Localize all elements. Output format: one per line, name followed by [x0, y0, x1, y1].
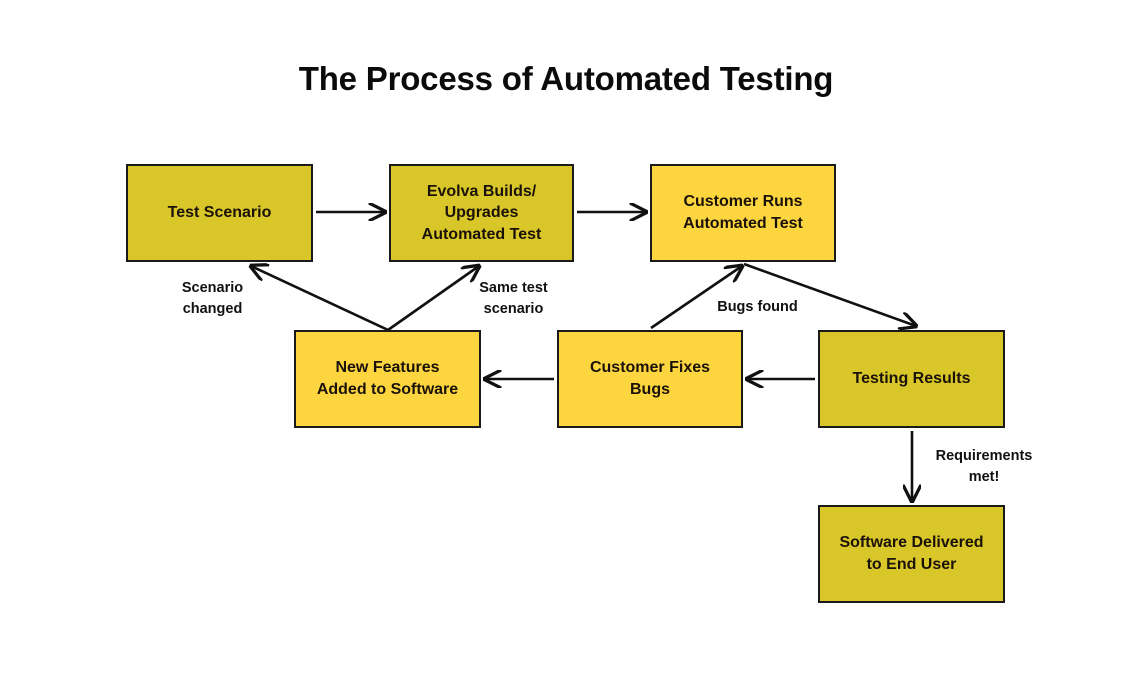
- node-customer-fixes-bugs[interactable]: Customer Fixes Bugs: [557, 330, 743, 428]
- node-label: Test Scenario: [167, 204, 272, 222]
- node-label: Customer Fixes Bugs: [589, 359, 711, 398]
- node-label: Evolva Builds/ Upgrades Automated Test: [421, 182, 542, 243]
- node-label: Software Delivered to End User: [839, 534, 984, 573]
- edge-label-same-test-scenario: Same test scenario: [479, 280, 548, 318]
- node-evolva-builds[interactable]: Evolva Builds/ Upgrades Automated Test: [389, 164, 574, 262]
- node-testing-results[interactable]: Testing Results: [818, 330, 1005, 428]
- edge-label-requirements-met: Requirements met!: [935, 448, 1033, 486]
- edge-label-bugs-found: Bugs found: [717, 299, 798, 315]
- edge-new-features-to-test-scenario: [251, 266, 389, 332]
- node-label: New Features Added to Software: [316, 359, 459, 398]
- node-label: Customer Runs Automated Test: [683, 193, 803, 232]
- node-customer-runs-automated-test[interactable]: Customer Runs Automated Test: [650, 164, 836, 262]
- node-software-delivered-to-end-user[interactable]: Software Delivered to End User: [818, 505, 1005, 603]
- node-label: Testing Results: [852, 370, 971, 388]
- page-title: The Process of Automated Testing: [298, 60, 834, 97]
- node-test-scenario[interactable]: Test Scenario: [126, 164, 313, 262]
- node-new-features-added-to-software[interactable]: New Features Added to Software: [294, 330, 481, 428]
- edge-label-scenario-changed: Scenario changed: [181, 280, 244, 318]
